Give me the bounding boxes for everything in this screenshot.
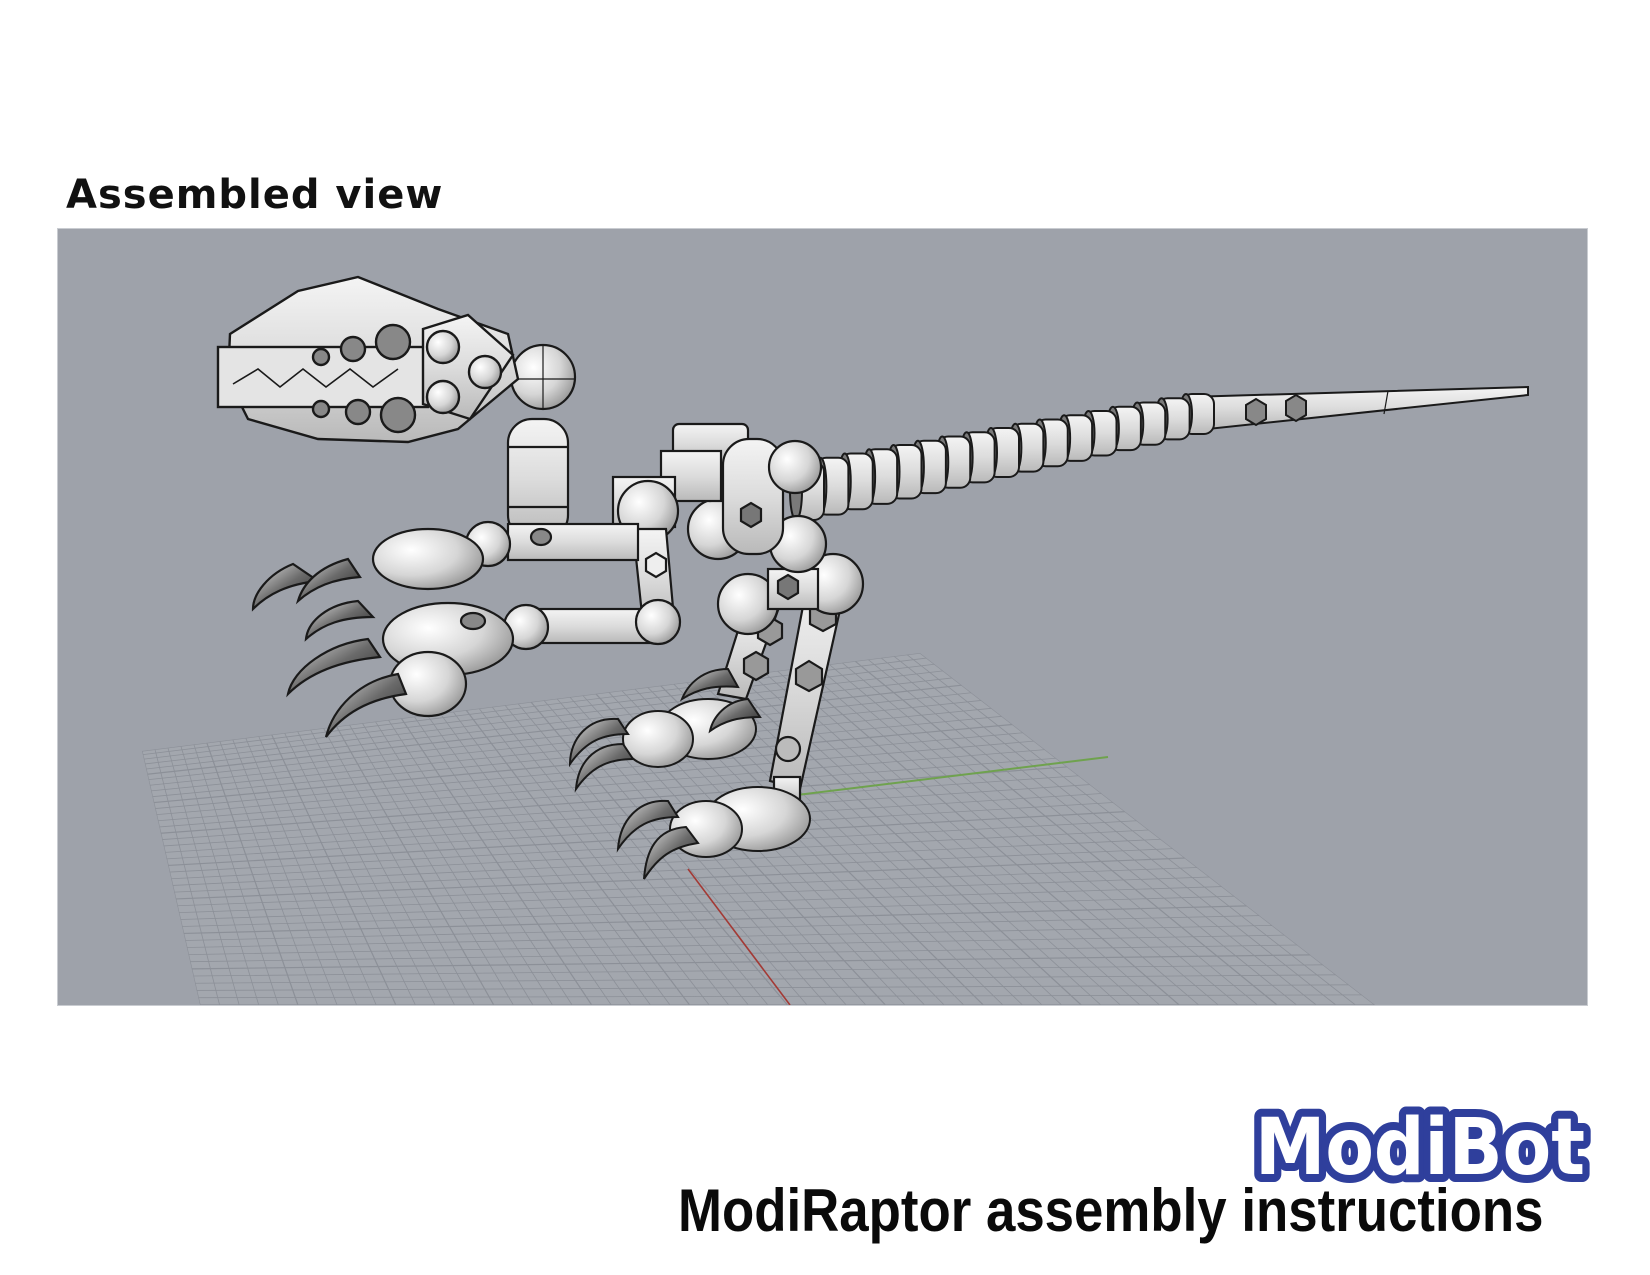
- body: [611, 422, 823, 626]
- raptor-render: [142, 275, 1529, 1005]
- x-axis-line: [687, 868, 791, 1005]
- y-axis-line: [747, 756, 1109, 802]
- 3d-viewport[interactable]: [58, 229, 1587, 1005]
- document-title: ModiRaptor assembly instructions: [678, 1177, 1544, 1244]
- hind-feet: [568, 667, 811, 880]
- svg-text:ModiBot: ModiBot: [1255, 1103, 1585, 1192]
- head: [216, 275, 520, 444]
- arms: [251, 520, 682, 738]
- section-title: Assembled view: [66, 172, 444, 218]
- tail: [789, 385, 1529, 521]
- modibot-logo: ModiBot ModiBot: [1247, 1096, 1593, 1192]
- svg-text:ModiBot: ModiBot: [1255, 1103, 1585, 1192]
